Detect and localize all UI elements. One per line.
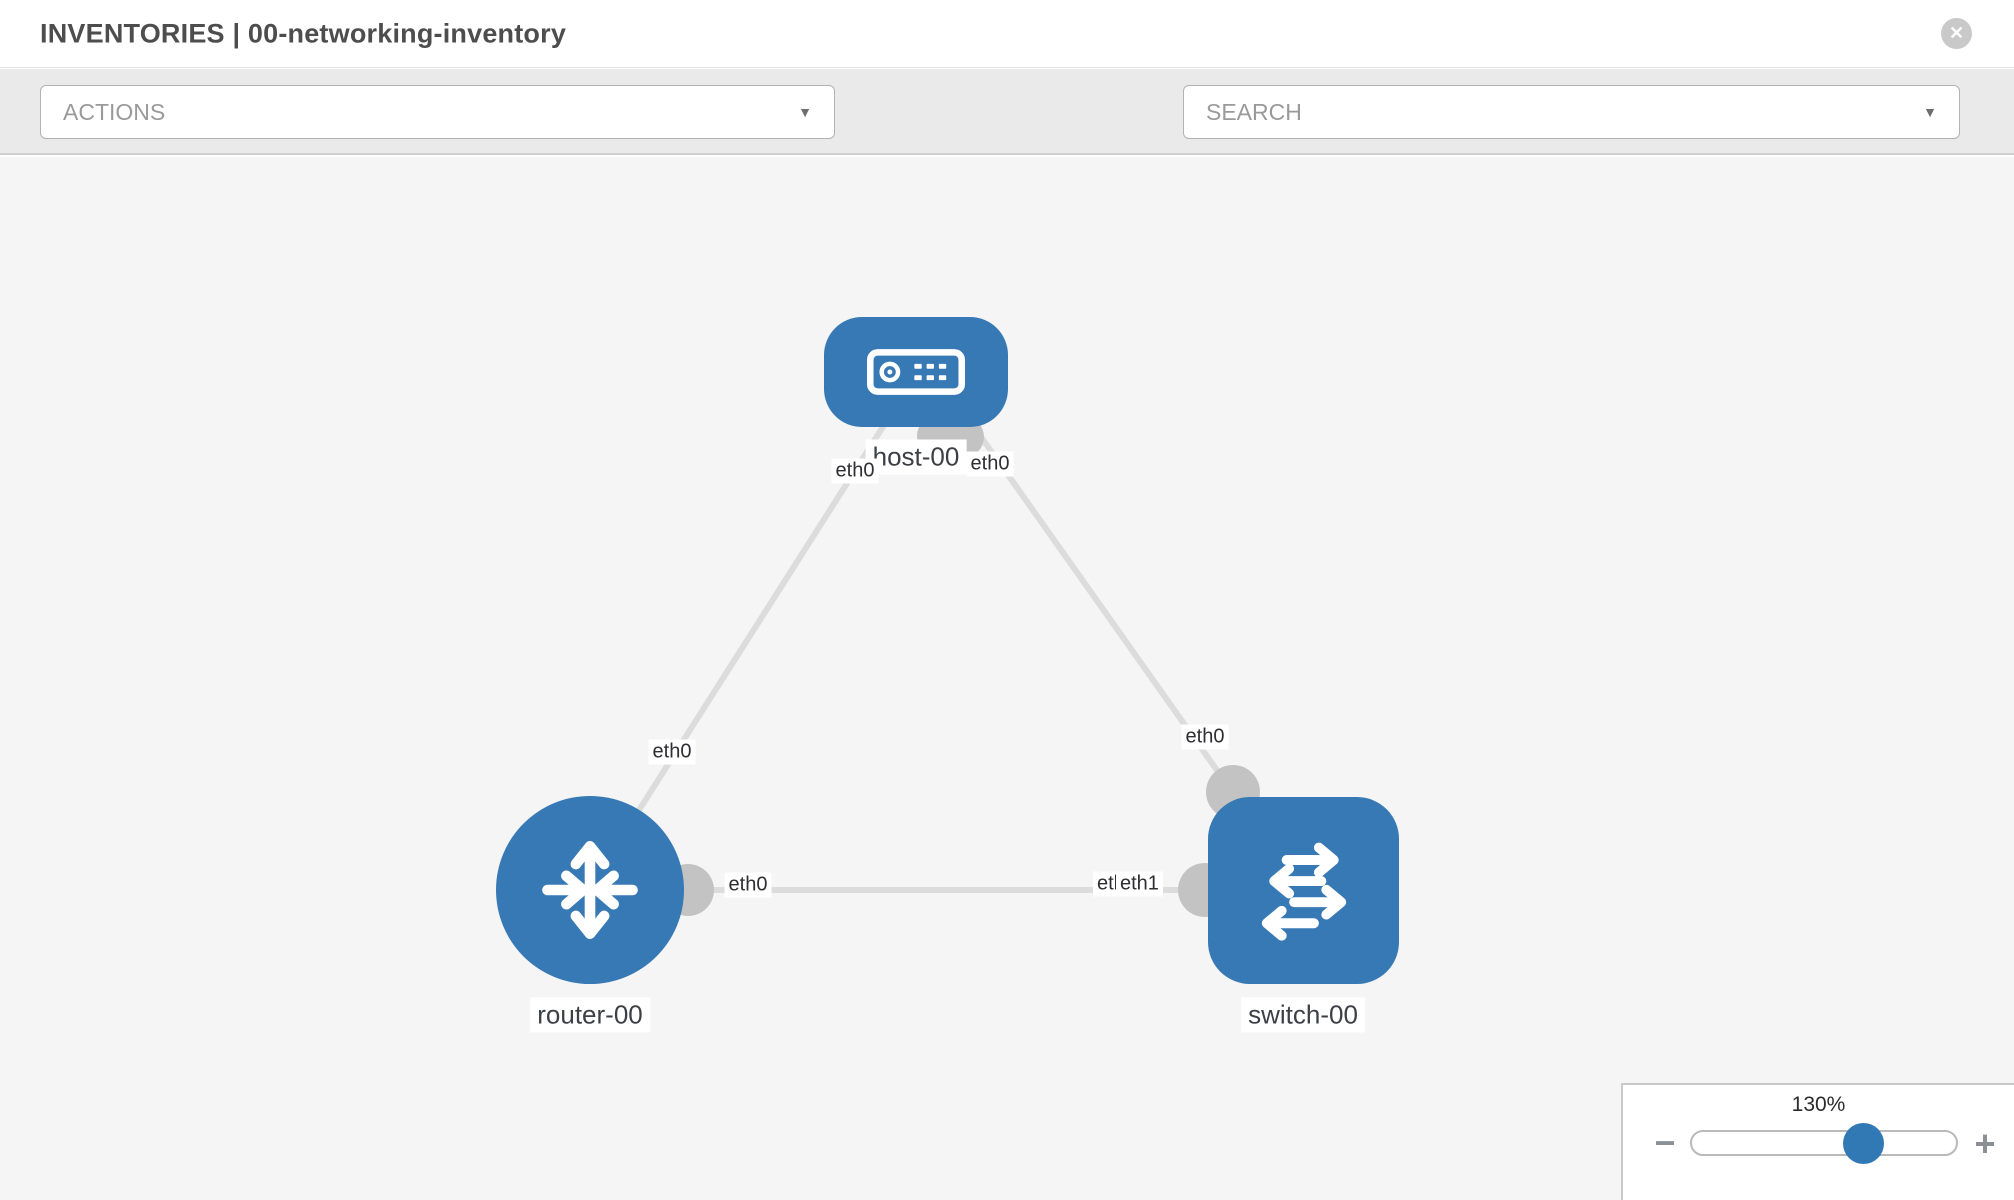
zoom-panel: 130% − + xyxy=(1621,1083,2014,1200)
zoom-out-button[interactable]: − xyxy=(1654,1122,1676,1163)
interface-label-router-to-host: eth0 xyxy=(648,739,696,765)
zoom-slider-knob[interactable] xyxy=(1843,1123,1884,1164)
topology-canvas[interactable]: host-00 router-00 switch-00 eth0 eth0 et… xyxy=(0,157,2014,1200)
interface-label-host-to-router: eth0 xyxy=(831,458,879,484)
zoom-percent: 130% xyxy=(1791,1093,1846,1116)
actions-dropdown[interactable]: ACTIONS ▼ xyxy=(40,85,835,139)
page-title: INVENTORIES | 00-networking-inventory xyxy=(40,18,567,48)
search-dropdown-label: SEARCH xyxy=(1206,98,1302,125)
node-label-router: router-00 xyxy=(530,997,650,1033)
node-host[interactable] xyxy=(824,317,1008,427)
interface-label-router-to-switch: eth0 xyxy=(724,872,772,898)
zoom-in-button[interactable]: + xyxy=(1974,1123,1996,1164)
router-icon xyxy=(542,841,638,939)
zoom-slider-track[interactable] xyxy=(1690,1130,1958,1156)
switch-icon xyxy=(1261,842,1346,941)
actions-dropdown-label: ACTIONS xyxy=(63,98,166,125)
interface-label-switch-front: eth1 xyxy=(1116,871,1163,897)
interface-label-host-to-switch: eth0 xyxy=(966,451,1014,477)
toolbar: ACTIONS ▼ SEARCH ▼ xyxy=(0,69,2014,205)
chevron-down-icon: ▼ xyxy=(798,104,812,120)
header-bar: INVENTORIES | 00-networking-inventory ✕ xyxy=(0,0,2014,68)
chevron-down-icon: ▼ xyxy=(1923,104,1937,120)
close-icon[interactable]: ✕ xyxy=(1941,18,1972,49)
host-icon xyxy=(867,349,965,395)
topology-links xyxy=(617,398,1260,917)
node-label-switch: switch-00 xyxy=(1241,997,1365,1033)
node-router[interactable] xyxy=(496,796,684,984)
node-switch[interactable] xyxy=(1208,797,1399,984)
interface-label-switch-to-host: eth0 xyxy=(1181,724,1229,750)
search-dropdown[interactable]: SEARCH ▼ xyxy=(1183,85,1960,139)
node-label-host: host-00 xyxy=(865,439,967,475)
